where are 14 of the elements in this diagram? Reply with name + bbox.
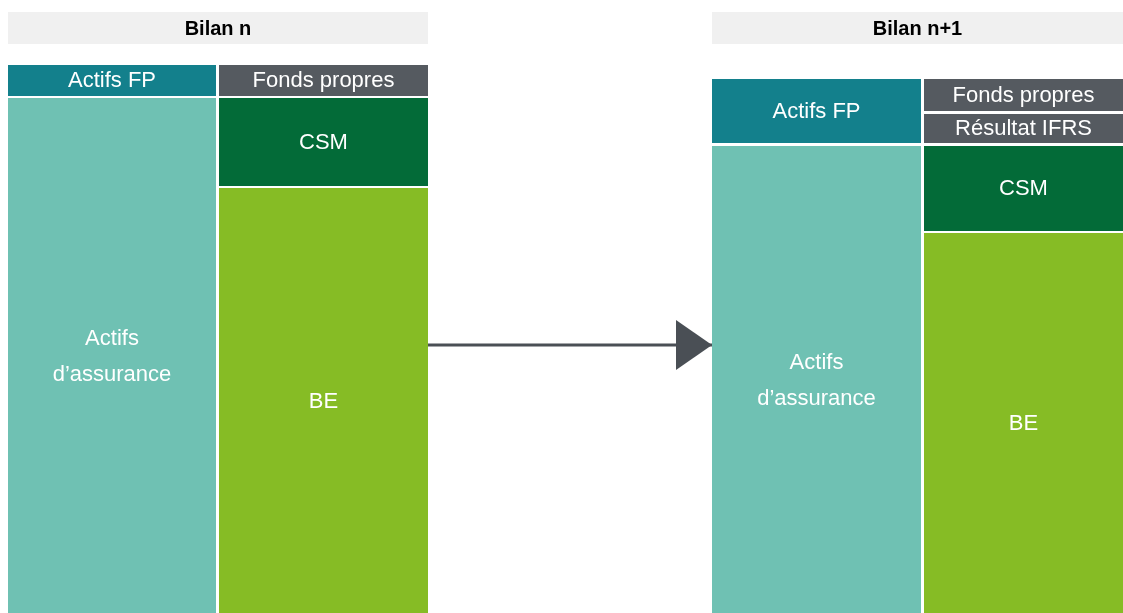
equity-block: Fonds propres <box>924 79 1123 111</box>
balance-sheet-heading: Bilan n+1 <box>712 12 1123 44</box>
equity-block: Fonds propres <box>219 65 428 96</box>
balance-sheet-heading: Bilan n <box>8 12 428 44</box>
asset-block: Actifs d’assurance <box>712 146 921 613</box>
asset-block: Actifs FP <box>8 65 216 96</box>
result-block: Résultat IFRS <box>924 114 1123 143</box>
liability-block: BE <box>219 188 428 613</box>
arrow <box>428 320 712 370</box>
liability-block: CSM <box>219 98 428 186</box>
asset-block: Actifs FP <box>712 79 921 143</box>
liability-block: CSM <box>924 146 1123 231</box>
asset-block: Actifs d’assurance <box>8 98 216 613</box>
liability-block: BE <box>924 233 1123 613</box>
